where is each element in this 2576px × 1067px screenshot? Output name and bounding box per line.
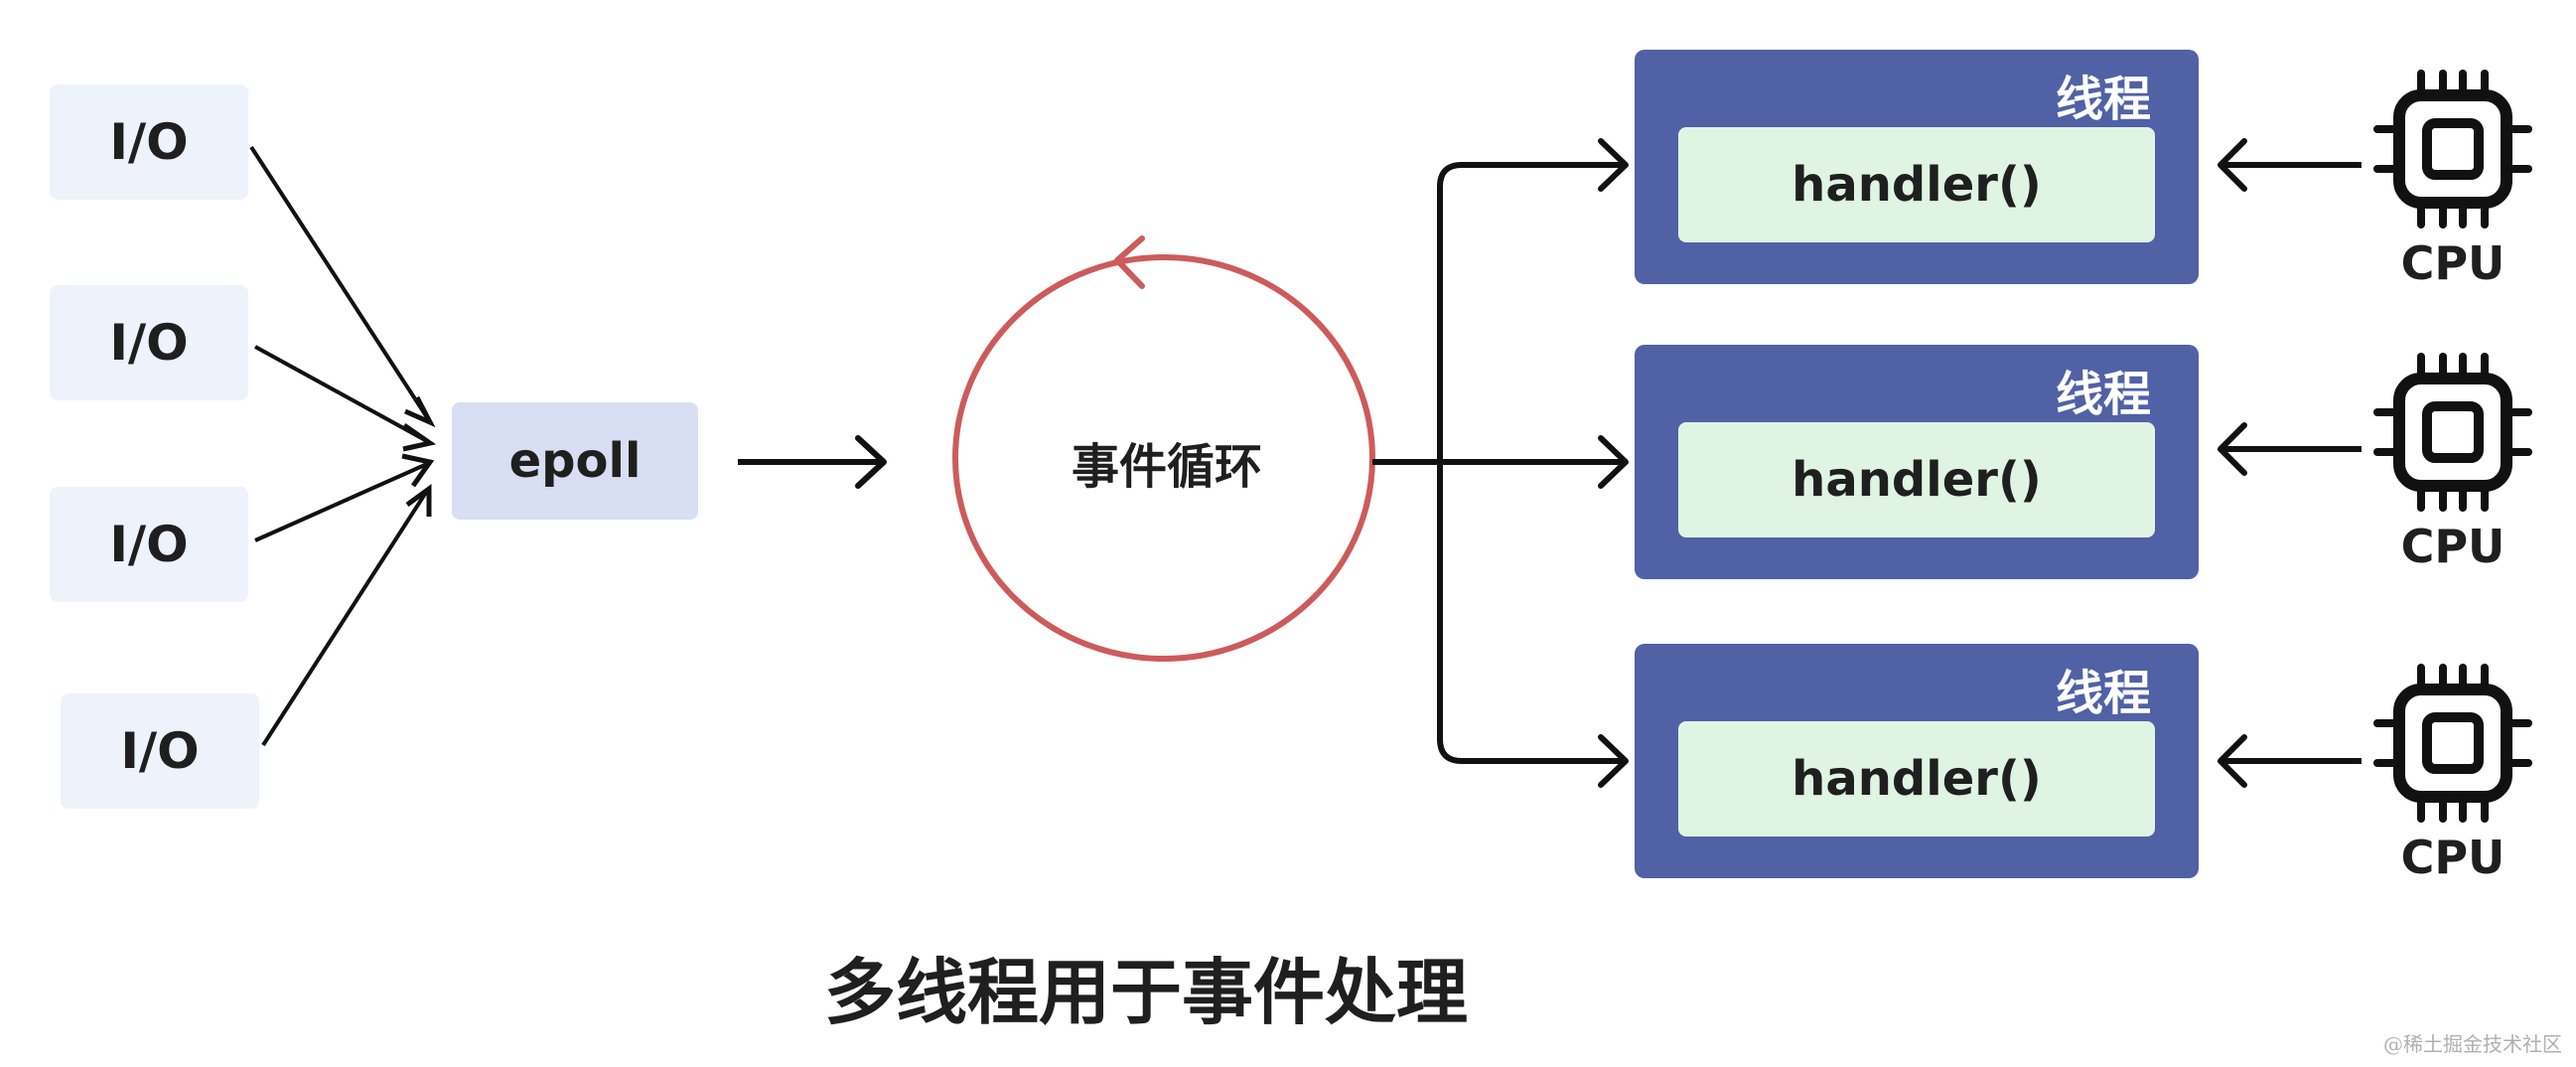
arrowhead-1 — [403, 395, 436, 428]
io-to-epoll-arrow-1 — [249, 145, 429, 419]
io-node-3: I/O — [50, 487, 248, 602]
io-node-4: I/O — [61, 693, 259, 809]
io-to-epoll-arrow-3 — [254, 462, 428, 542]
loop-direction-arrow — [1114, 235, 1145, 289]
arrowhead-3 — [401, 453, 435, 488]
cpu-label: CPU — [2400, 236, 2505, 290]
cpu-node-1: CPU — [2373, 70, 2532, 290]
cpu-label: CPU — [2400, 831, 2505, 884]
io-node-1: I/O — [50, 84, 248, 200]
thread-title: 线程 — [2055, 666, 2151, 721]
diagram-caption: 多线程用于事件处理 — [824, 951, 1469, 1034]
io-to-epoll-arrow-4 — [261, 489, 429, 747]
event-loop-label: 事件循环 — [1071, 439, 1262, 495]
thread-box-2: 线程 handler() — [1635, 345, 2199, 579]
handler-box: handler() — [1678, 721, 2155, 837]
cpu-chip-icon — [2373, 353, 2532, 512]
arrowhead-epoll-loop — [855, 435, 887, 489]
thread-box-3: 线程 handler() — [1635, 644, 2199, 878]
epoll-node: epoll — [452, 402, 698, 520]
cpu-chip-icon — [2373, 70, 2532, 229]
handler-box: handler() — [1678, 127, 2155, 242]
cpu-chip-icon — [2373, 664, 2532, 823]
arrowhead-thread-3 — [1598, 734, 1629, 788]
arrowhead-4 — [405, 484, 432, 517]
arrowhead-2 — [402, 422, 437, 452]
arrowhead-thread-2 — [1598, 435, 1629, 489]
thread-title: 线程 — [2055, 367, 2151, 422]
io-node-2: I/O — [50, 285, 248, 400]
thread-title: 线程 — [2055, 72, 2151, 127]
cpu-node-3: CPU — [2373, 664, 2532, 884]
cpu-node-2: CPU — [2373, 353, 2532, 573]
handler-box: handler() — [1678, 422, 2155, 537]
cpu-label: CPU — [2400, 520, 2505, 573]
thread-box-1: 线程 handler() — [1635, 50, 2199, 284]
watermark: @稀土掘金技术社区 — [2383, 1032, 2562, 1056]
arrowhead-thread-1 — [1598, 138, 1629, 192]
io-to-epoll-arrow-2 — [254, 345, 428, 443]
event-loop-circle — [952, 254, 1375, 662]
